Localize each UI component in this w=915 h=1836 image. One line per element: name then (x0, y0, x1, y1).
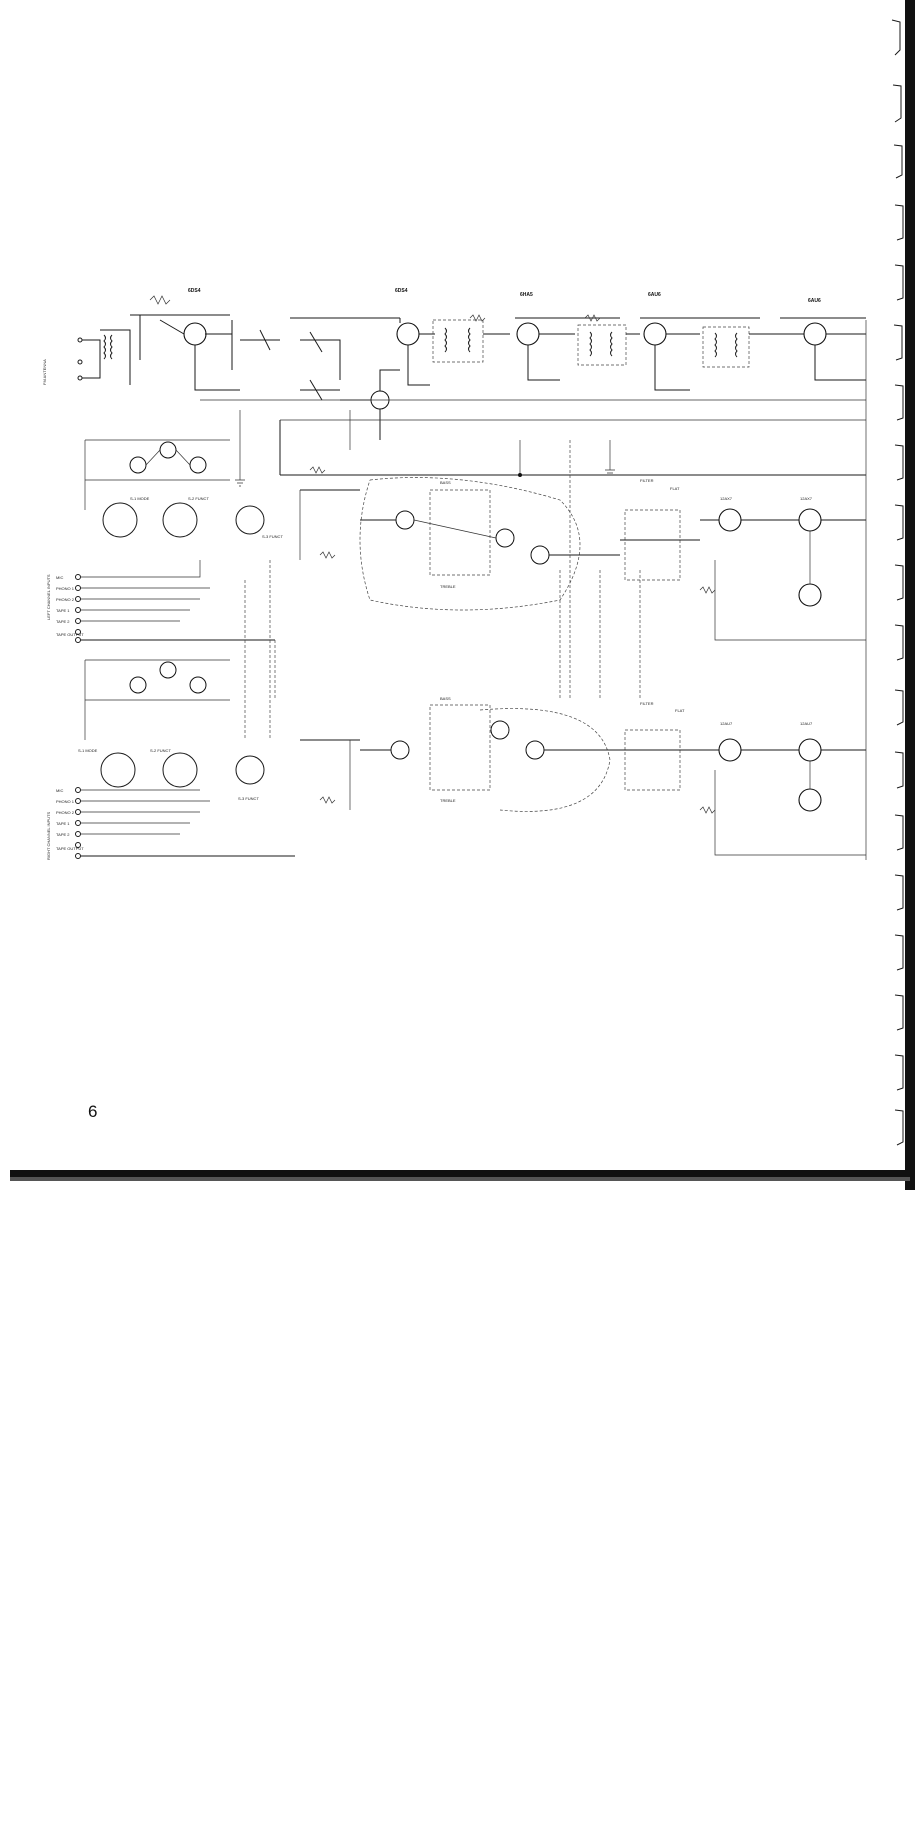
left-bass-label: BASS (440, 480, 451, 485)
tube-label-v3: 6HA5 (520, 292, 533, 298)
switch-s2-right (162, 752, 198, 788)
left-channel-preamp: S-1 MODE S-2 FUNCT S-3 FUNCT LEFT CHANNE… (46, 439, 283, 700)
left-input-tape1: TAPE 1 (56, 608, 70, 613)
switch-label-s3-right: S-3 FUNCT (238, 796, 259, 801)
tube-v3 (516, 322, 540, 346)
if-transformer-2 (577, 324, 627, 366)
switch-label-s2-right: S-2 FUNCT (150, 748, 171, 753)
tube-label-v1: 6DS4 (188, 288, 201, 294)
circuit-schematic: FM ANTENNA 6DS4 (10, 0, 915, 1190)
right-input-phono1: PHONO 1 (56, 799, 75, 804)
right-filter-label: FILTER (640, 701, 654, 706)
page-number: 6 (88, 1102, 98, 1121)
tube-v2 (396, 322, 420, 346)
right-channel-label: RIGHT CHANNEL INPUTS (46, 811, 51, 860)
page-bottom-edge (10, 1170, 910, 1181)
right-bass-label: BASS (440, 696, 451, 701)
left-inputs: MIC PHONO 1 PHONO 2 TAPE 1 TAPE 2 TAPE O… (56, 574, 84, 643)
binding-edge (891, 0, 915, 1190)
fm-tuner-section: FM ANTENNA 6DS4 (42, 288, 866, 477)
fm-antenna-label: FM ANTENNA (42, 359, 47, 385)
left-channel-label: LEFT CHANNEL INPUTS (46, 574, 51, 620)
right-input-phono2: PHONO 2 (56, 810, 75, 815)
left-input-tape2: TAPE 2 (56, 619, 70, 624)
right-tube-label-1: 12AU7 (720, 721, 733, 726)
left-tube-label-2: 12AX7 (800, 496, 813, 501)
right-input-tape-output: TAPE OUTPUT (56, 846, 84, 851)
if-transformer-1 (432, 319, 484, 363)
left-filter-label: FILTER (640, 478, 654, 483)
right-inputs: MIC PHONO 1 PHONO 2 TAPE 1 TAPE 2 TAPE O… (56, 787, 84, 859)
left-tube-label-1: 12AX7 (720, 496, 733, 501)
switch-label-s1-left: S-1 MODE (130, 496, 150, 501)
right-channel-preamp: S-1 MODE S-2 FUNCT S-3 FUNCT RIGHT CHANN… (46, 560, 295, 860)
left-treble-label: TREBLE (440, 584, 456, 589)
tube-v5 (803, 322, 827, 346)
tube-v4 (643, 322, 667, 346)
left-input-mic: MIC (56, 575, 63, 580)
tube-label-v4: 6AU6 (648, 292, 661, 298)
left-flat-label: FLAT (670, 486, 680, 491)
left-input-phono2: PHONO 2 (56, 597, 75, 602)
if-transformer-3 (702, 326, 750, 368)
right-input-mic: MIC (56, 788, 63, 793)
switch-label-s3-left: S-3 FUNCT (262, 534, 283, 539)
switch-s3-left (235, 505, 265, 535)
right-input-tape2: TAPE 2 (56, 832, 70, 837)
left-input-tape-output: TAPE OUTPUT (56, 632, 84, 637)
right-input-tape1: TAPE 1 (56, 821, 70, 826)
right-treble-label: TREBLE (440, 798, 456, 803)
component-marks (149, 295, 716, 814)
switch-s1-left (102, 502, 138, 538)
tube-v1 (183, 322, 207, 346)
switch-label-s1-right: S-1 MODE (78, 748, 98, 753)
switch-s2-left (162, 502, 198, 538)
right-flat-label: FLAT (675, 708, 685, 713)
right-tone-controls: BASS TREBLE FILTER FLAT (300, 440, 700, 812)
switch-s3-right (235, 755, 265, 785)
right-output-stage: 12AU7 12AU7 (700, 320, 867, 860)
left-output-stage: 12AX7 12AX7 (700, 496, 866, 641)
right-tube-label-2: 12AU7 (800, 721, 813, 726)
switch-s1-right (100, 752, 136, 788)
switch-label-s2-left: S-2 FUNCT (188, 496, 209, 501)
tube-label-v2: 6DS4 (395, 288, 408, 294)
tube-label-v5: 6AU6 (808, 298, 821, 304)
left-input-phono1: PHONO 1 (56, 586, 75, 591)
